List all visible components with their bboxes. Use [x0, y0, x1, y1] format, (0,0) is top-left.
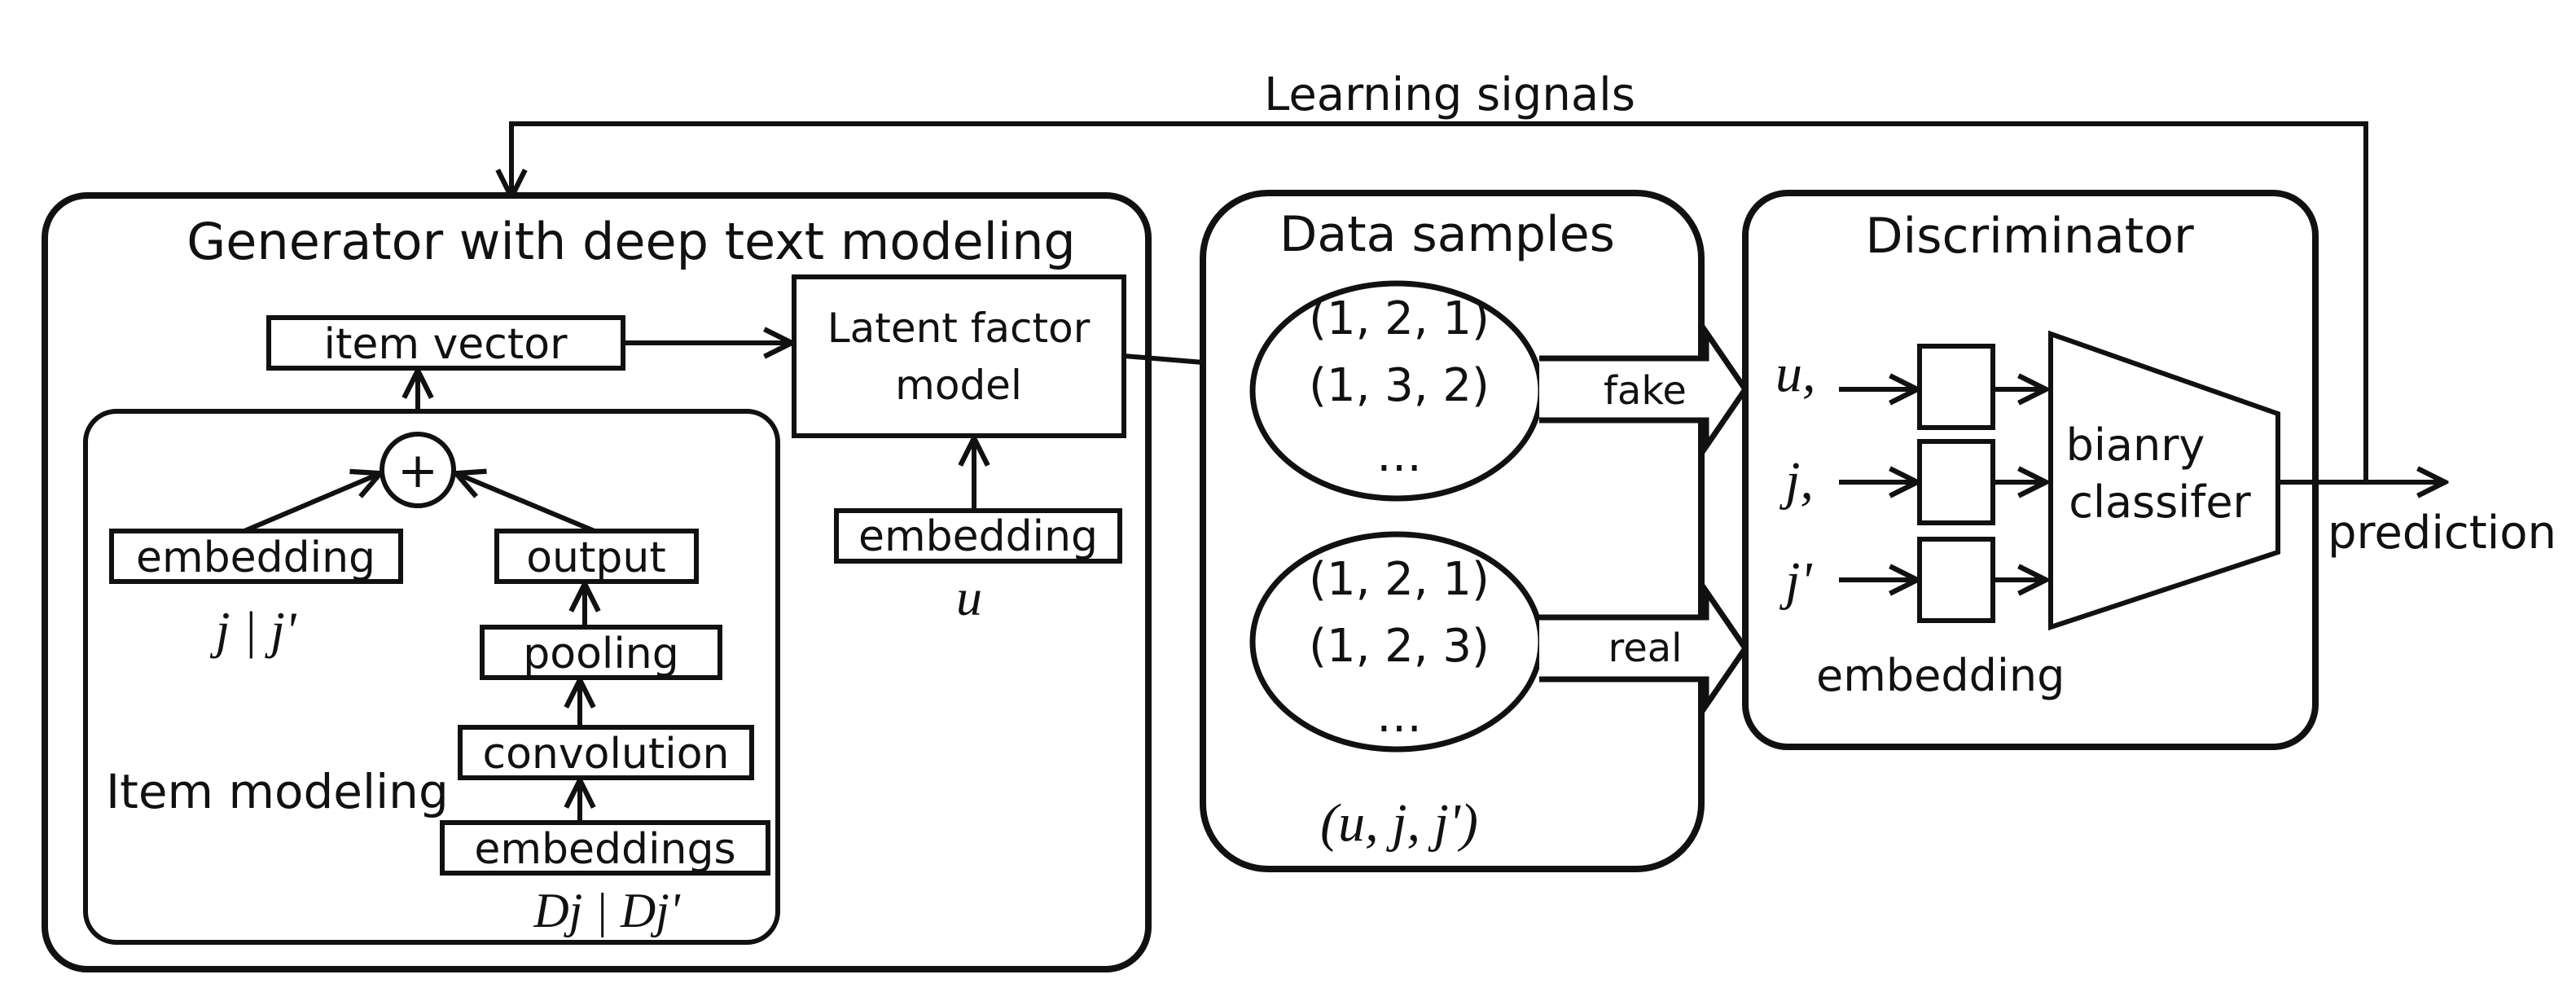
input-user-symbol: u, — [1775, 344, 1816, 403]
fake-sample-row-2: (1, 3, 2) — [1309, 359, 1490, 412]
convolution-box — [458, 725, 754, 780]
user-embedding-label: embedding — [858, 512, 1098, 561]
real-block-arrow: real — [1539, 582, 1749, 715]
plus-icon: + — [397, 442, 438, 499]
binary-classifier-shape — [2048, 330, 2280, 631]
discriminator-title: Discriminator — [1865, 208, 2194, 265]
item-vector-box — [266, 315, 625, 371]
fake-label: fake — [1604, 368, 1687, 414]
item-jprime-embedding-square — [1917, 537, 1995, 623]
user-symbol: u — [956, 568, 982, 626]
latent-factor-line2: model — [895, 362, 1022, 409]
classifier-label-line2: classifer — [2069, 476, 2251, 528]
pooling-label: pooling — [523, 630, 679, 678]
discriminator-embedding-label: embedding — [1816, 650, 2065, 701]
item-modeling-label: Item modeling — [106, 764, 449, 819]
input-item-j-symbol: j, — [1779, 451, 1814, 511]
item-embedding-symbol: j | j' — [210, 601, 297, 659]
user-embedding-square — [1917, 344, 1995, 430]
latent-factor-line1: Latent factor — [827, 305, 1091, 352]
fake-sample-ellipsis: … — [1376, 429, 1422, 482]
fake-block-arrow: fake — [1539, 323, 1749, 456]
prediction-label: prediction — [2328, 507, 2556, 560]
output-box — [494, 529, 699, 584]
real-sample-row-2: (1, 2, 3) — [1309, 620, 1490, 673]
classifier-label-line1: bianry — [2066, 419, 2205, 471]
real-sample-ellipsis: … — [1376, 690, 1422, 743]
generator-title: Generator with deep text modeling — [187, 212, 1076, 271]
convolution-label: convolution — [483, 730, 730, 779]
item-embedding-box — [109, 529, 403, 584]
user-embedding-box — [834, 508, 1122, 564]
data-samples-panel: Data samples (1, 2, 1) (1, 3, 2) … (1, 2… — [1200, 190, 1705, 872]
learning-signals-label: Learning signals — [1264, 68, 1635, 121]
generator-panel: Generator with deep text modeling item v… — [42, 192, 1152, 972]
latent-factor-model-box — [792, 274, 1126, 438]
feedback-arrow — [511, 121, 2368, 481]
learning-signals-loop: Learning signals — [511, 68, 2368, 481]
pooling-box — [480, 625, 722, 680]
item-embedding-label: embedding — [136, 533, 375, 582]
output-to-sum-arrow — [458, 474, 596, 533]
fake-sample-row-1: (1, 2, 1) — [1309, 292, 1490, 345]
sample-tuple-symbol: (u, j, j') — [1320, 793, 1478, 853]
word-embeddings-label: embeddings — [474, 825, 735, 874]
real-sample-row-1: (1, 2, 1) — [1309, 553, 1490, 606]
document-symbol: Dj | Dj' — [533, 884, 680, 937]
item-embedding-to-sum-arrow — [243, 474, 379, 533]
output-label: output — [526, 533, 666, 582]
input-item-jprime-symbol: j' — [1779, 551, 1813, 611]
item-vector-label: item vector — [324, 320, 568, 369]
discriminator-panel: Discriminator u, j, j' embedding bianry … — [1742, 190, 2319, 750]
data-samples-title: Data samples — [1279, 206, 1615, 263]
item-j-embedding-square — [1917, 439, 1995, 525]
real-label: real — [1608, 625, 1683, 671]
word-embeddings-box — [440, 820, 770, 876]
